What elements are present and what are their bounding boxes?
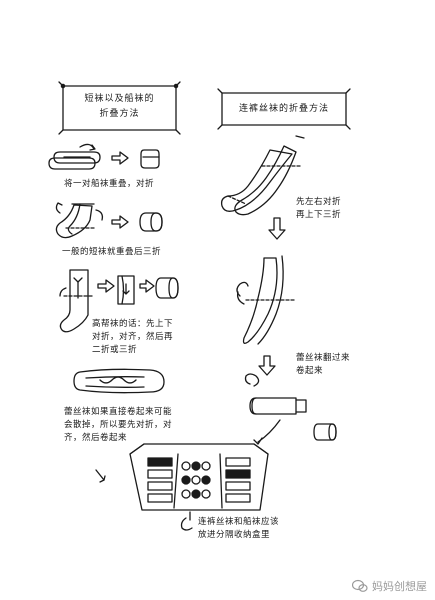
brand-logo-icon [352,579,368,592]
rolling-pantyhose-illustration [244,373,307,415]
lace-sock-illustration [73,368,165,394]
step-caption-lace-socks: 蕾丝袜如果直接卷起来可能 会散掉，所以要先对折，对 齐，然后卷起来 [64,407,173,443]
step-caption-organizer-box: 连裤丝袜和船袜应该 放进分隔收纳盒里 [198,517,280,540]
brand-watermark: 妈妈创想屋 [352,578,427,594]
left-title: 短袜以及船袜的 折叠方法 [84,94,155,119]
step-caption-high-socks: 高帮袜的话：先上下 对折，对齐，然后再 二折或三折 [92,319,174,355]
rolled-pantyhose-illustration [313,423,337,441]
right-title-box [217,88,351,130]
step-caption-pantyhose-fold: 先左右对折 再上下三折 [296,197,342,220]
arrow-icon [111,215,129,229]
arrow-down-icon [258,355,276,376]
folded-pantyhose-illustration [236,255,295,345]
step-caption-boat-socks: 将一对船袜重叠，对折 [64,179,155,189]
arrow-icon [139,279,155,293]
arrow-down-icon [268,217,286,240]
folded-high-sock-illustration [117,275,135,305]
left-title-box [58,81,181,135]
arrow-to-box-right-icon [253,419,281,445]
rolled-sock-illustration [139,212,163,232]
high-sock-illustration [59,269,95,333]
folded-boat-sock-illustration [140,149,160,169]
step-caption-regular-socks: 一般的短袜就重叠后三折 [62,247,162,257]
rolled-high-sock-illustration [155,277,179,299]
step-caption-pantyhose-roll: 蕾丝袜翻过来 卷起来 [296,353,351,376]
pantyhose-illustration [220,135,305,216]
brand-name: 妈妈创想屋 [372,580,427,593]
pointing-hand-icon [180,511,193,531]
arrow-to-box-left-icon [95,469,106,483]
right-title: 连裤丝袜的折叠方法 [238,104,329,114]
organizer-box-illustration [129,443,269,511]
arrow-icon [111,151,129,165]
regular-sock-illustration [55,202,104,239]
boat-socks-illustration [48,143,101,170]
arrow-icon [97,279,115,293]
